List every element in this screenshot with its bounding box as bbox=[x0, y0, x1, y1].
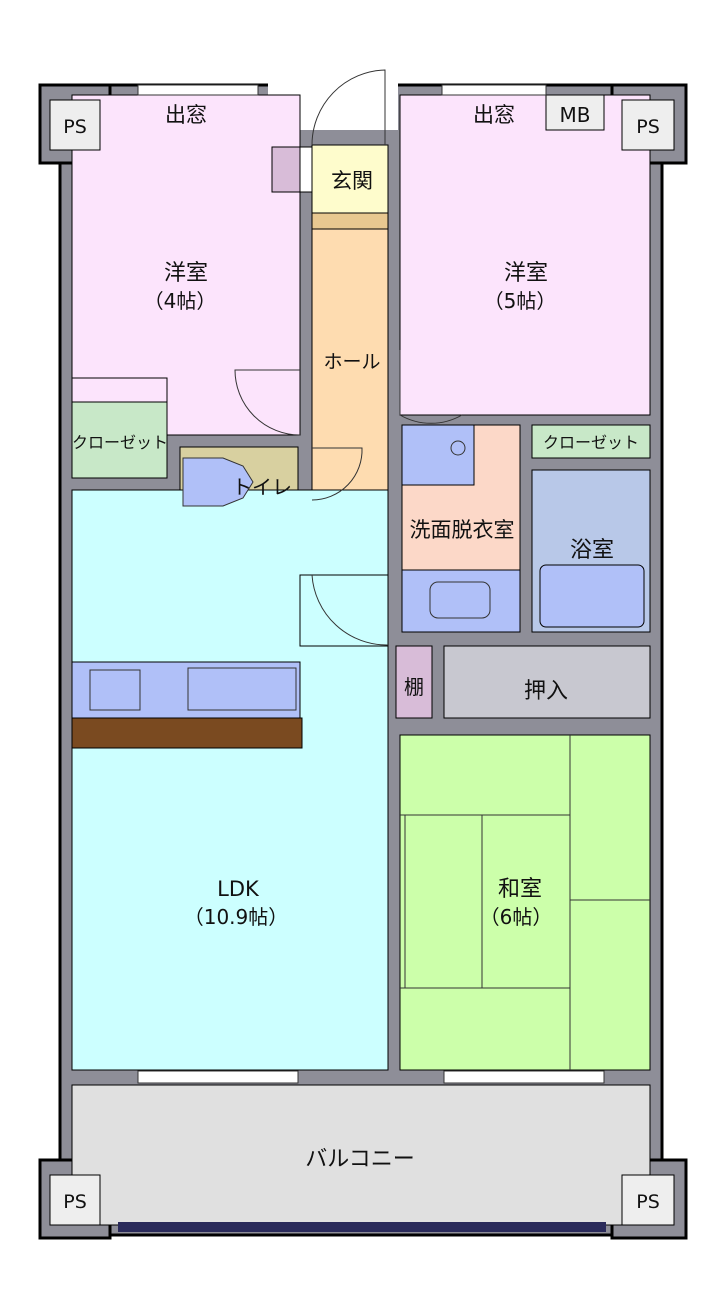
entrance-label: 玄関 bbox=[331, 169, 373, 193]
ps-bottom-right bbox=[621, 1174, 675, 1226]
shelf-label: 棚 bbox=[404, 675, 424, 699]
washitsu-label: 和室 bbox=[498, 877, 542, 902]
hall-label: ホール bbox=[323, 351, 380, 373]
sink-icon bbox=[187, 667, 297, 711]
window-washitsu bbox=[443, 1070, 605, 1084]
kitchen-counter bbox=[71, 661, 301, 719]
closet-right-label: クローゼット bbox=[543, 433, 639, 452]
window-ldk bbox=[137, 1070, 299, 1084]
stove-icon bbox=[89, 669, 141, 711]
window-label-left: 出窓 bbox=[165, 103, 207, 127]
toilet-label: トイレ bbox=[232, 475, 292, 499]
western-4-label: 洋室 bbox=[164, 261, 208, 286]
ps-label-top-right: PS bbox=[636, 116, 660, 138]
mb-label: MB bbox=[560, 103, 591, 127]
ps-top-left bbox=[49, 99, 101, 151]
oshiire bbox=[443, 645, 651, 719]
washitsu-size: （6帖） bbox=[480, 905, 553, 929]
western-5-label: 洋室 bbox=[504, 261, 548, 286]
closet-right bbox=[531, 424, 651, 459]
window-label-right: 出窓 bbox=[473, 103, 515, 127]
ldk-size: （10.9帖） bbox=[184, 905, 289, 929]
shoe-cabinet bbox=[271, 146, 301, 193]
kitchen-bar bbox=[71, 717, 303, 749]
oshiire-label: 押入 bbox=[524, 679, 568, 704]
western-room-5 bbox=[399, 94, 651, 416]
western-4-size: （4帖） bbox=[144, 289, 217, 313]
balcony bbox=[71, 1084, 651, 1226]
closet-left-doors bbox=[71, 377, 168, 403]
shoe-cabinet-door bbox=[299, 146, 313, 193]
door-western-5[interactable] bbox=[399, 350, 463, 424]
closet-left bbox=[71, 401, 168, 479]
tatami-lines bbox=[400, 735, 650, 1070]
balcony-label: バルコニー bbox=[305, 1147, 415, 1172]
ps-label-top-left: PS bbox=[63, 116, 87, 138]
entrance-door[interactable] bbox=[311, 69, 386, 146]
vanity bbox=[401, 569, 521, 633]
bay-window-left bbox=[137, 84, 259, 96]
washroom-label: 洗面脱衣室 bbox=[410, 518, 515, 542]
bathtub bbox=[539, 564, 645, 628]
bay-window-right bbox=[441, 84, 547, 96]
bathroom-label: 浴室 bbox=[570, 538, 614, 563]
toilet-icon bbox=[182, 457, 254, 507]
closet-left-label: クローゼット bbox=[72, 433, 168, 452]
door-ldk[interactable] bbox=[311, 574, 389, 646]
washing-machine-space bbox=[401, 424, 475, 486]
ldk-corridor bbox=[299, 574, 389, 647]
basin-icon bbox=[429, 581, 491, 619]
ps-bottom-left bbox=[49, 1174, 101, 1226]
shelf bbox=[395, 645, 433, 719]
ps-label-bottom-left: PS bbox=[63, 1191, 87, 1213]
washitsu bbox=[399, 734, 651, 1071]
western-5-size: （5帖） bbox=[484, 289, 557, 313]
door-toilet[interactable] bbox=[311, 447, 363, 501]
ps-label-bottom-right: PS bbox=[636, 1191, 660, 1213]
balcony-edge bbox=[118, 1222, 606, 1232]
drain-icon bbox=[450, 440, 466, 456]
ldk-label: LDK bbox=[217, 877, 260, 901]
entrance-step bbox=[311, 212, 389, 230]
door-western-4[interactable] bbox=[234, 369, 301, 436]
entrance bbox=[311, 144, 389, 214]
mb-box bbox=[545, 94, 605, 131]
ps-top-right bbox=[621, 99, 675, 151]
